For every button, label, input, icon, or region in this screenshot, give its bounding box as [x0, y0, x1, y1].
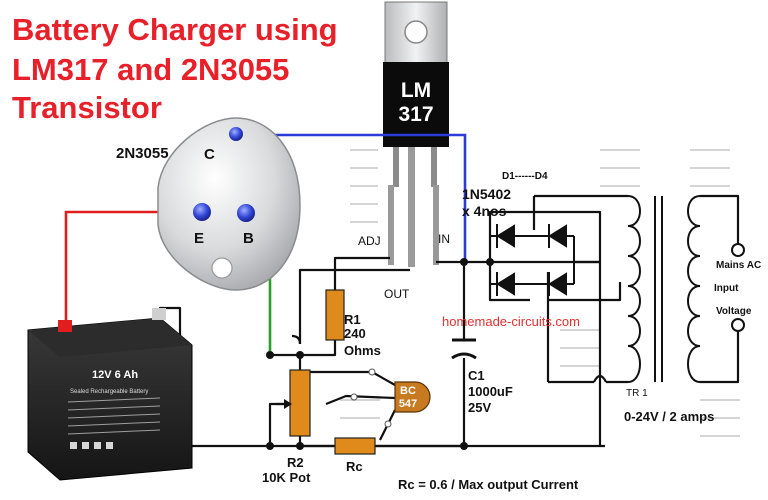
diode-2 — [548, 224, 567, 248]
r2-name: R2 — [287, 455, 304, 470]
transistor-label-b: B — [243, 230, 254, 247]
pin-label-out: OUT — [384, 287, 410, 301]
black-wires — [158, 194, 740, 448]
junction-dots — [266, 258, 494, 450]
potentiometer-r2 — [289, 369, 311, 437]
mains-label-1: Mains AC — [716, 260, 761, 271]
rc-formula: Rc = 0.6 / Max output Current — [398, 477, 579, 492]
wire-r1-bottom — [270, 338, 337, 357]
pin-label-in: IN — [438, 232, 450, 246]
title-line-3: Transistor — [12, 90, 162, 125]
transistor-name: 2N3055 — [116, 145, 169, 162]
lm317-body — [383, 62, 449, 147]
wire-crossover — [291, 334, 302, 345]
rc-name: Rc — [346, 459, 363, 474]
lm317-label-1: LM — [401, 79, 431, 102]
transistor-mount-hole — [211, 257, 233, 279]
battery-label: 12V 6 Ah — [92, 369, 138, 381]
title-line-2: LM317 and 2N3055 — [12, 52, 289, 87]
lm317-label-2: 317 — [398, 103, 433, 126]
lm317-regulator: LM 317 — [383, 1, 449, 267]
diode-1 — [496, 224, 515, 248]
resistor-rc — [334, 437, 376, 455]
mains-terminal-top — [731, 243, 745, 257]
r1-value: 240 — [344, 326, 366, 341]
title-line-1: Battery Charger using — [12, 12, 338, 47]
transistor-pin-c — [229, 127, 243, 141]
transistor-pin-b — [237, 204, 255, 222]
bridge-rectifier — [489, 224, 575, 296]
bc547-lead-dots — [350, 368, 392, 428]
transistor-2n3055: C E B — [157, 117, 301, 291]
battery-positive-terminal — [58, 320, 72, 332]
background-faint-text — [340, 149, 740, 437]
diode-3 — [496, 272, 515, 296]
bc547-label-2: 547 — [399, 398, 417, 410]
resistor-r1 — [325, 289, 345, 341]
wire-adj-r1 — [333, 256, 390, 292]
transformer-primary-coil — [687, 195, 701, 383]
r1-name: R1 — [344, 312, 361, 327]
transformer-tr1 — [627, 195, 701, 383]
battery-fine-print: Sealed Rechargeable Battery — [70, 389, 148, 395]
wire-red-emitter — [64, 210, 200, 326]
lm317-pin-in — [433, 185, 439, 265]
transistor-bc547: BC 547 — [394, 381, 431, 413]
pin-label-adj: ADJ — [358, 234, 381, 248]
c1-name: C1 — [468, 368, 485, 383]
wire-primary-top — [700, 194, 740, 244]
r1-unit: Ohms — [344, 343, 381, 358]
wire-out-left — [298, 268, 410, 344]
c1-value: 1000uF — [468, 384, 513, 399]
lm317-pin-in-upper — [431, 147, 437, 187]
lm317-pin-adj — [388, 185, 394, 265]
rectifier-part: 1N5402 — [462, 186, 511, 202]
transformer-name: TR 1 — [626, 388, 648, 399]
wire-bc547-base — [325, 394, 396, 406]
mains-terminal-bottom — [731, 318, 745, 332]
mains-label-2: Input — [714, 283, 739, 294]
wire-bc547-collector — [300, 370, 396, 386]
transistor-pin-e — [193, 203, 211, 221]
lm317-pin-out — [408, 147, 415, 267]
battery-12v: 12V 6 Ah Sealed Rechargeable Battery — [27, 308, 193, 481]
bc547-label-1: BC — [400, 385, 416, 397]
transistor-label-c: C — [204, 146, 215, 163]
bc547-body — [394, 381, 431, 413]
transformer-rating: 0-24V / 2 amps — [624, 409, 714, 424]
wire-pot-wiper — [268, 402, 288, 446]
c1-plate-bottom — [451, 352, 477, 360]
diode-4 — [548, 272, 567, 296]
pot-wiper-arrow-icon — [284, 399, 292, 409]
c1-voltage: 25V — [468, 400, 491, 415]
wire-primary-bottom — [700, 330, 740, 384]
lm317-mount-hole — [404, 20, 428, 44]
r2-value: 10K Pot — [262, 470, 311, 485]
transistor-case — [157, 117, 301, 291]
mains-label-3: Voltage — [716, 306, 752, 317]
watermark: homemade-circuits.com — [442, 314, 580, 329]
battery-negative-terminal — [152, 308, 166, 320]
transformer-secondary-coil — [627, 195, 641, 383]
wire-secondary-hop — [593, 374, 607, 383]
lm317-pin-adj-upper — [393, 147, 399, 187]
wire-blue-collector — [236, 133, 467, 262]
rectifier-range: D1------D4 — [502, 171, 548, 182]
transistor-label-e: E — [194, 230, 204, 247]
rectifier-qty: x 4nos — [462, 203, 507, 219]
